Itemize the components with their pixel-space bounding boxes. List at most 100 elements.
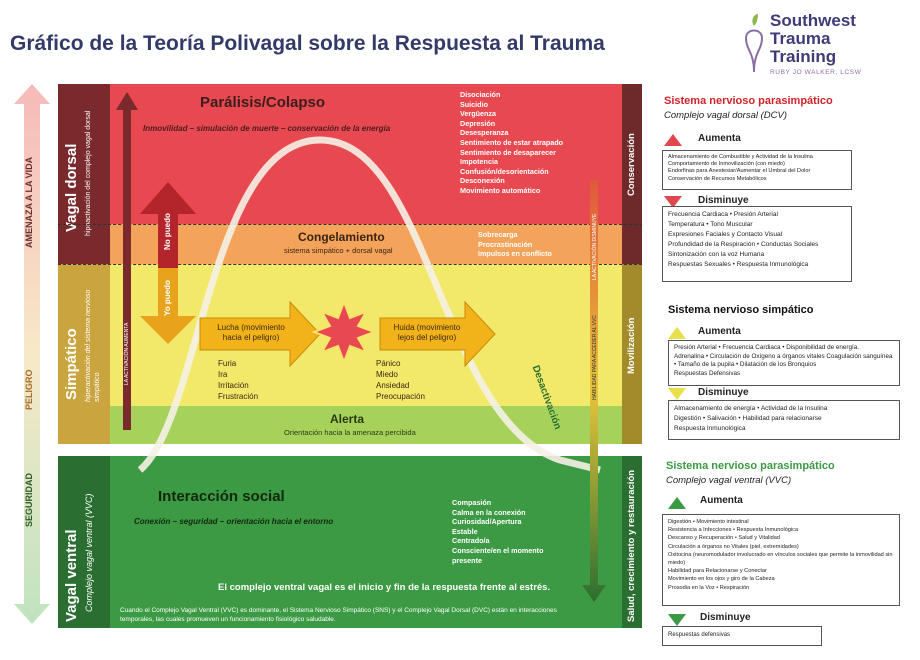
symptom: Confusión/desorientación (460, 166, 549, 176)
increase-triangle-icon (664, 134, 682, 146)
symptom: Ira (218, 370, 228, 379)
symptom: Sentimiento de desaparecer (460, 147, 556, 157)
paralysis-symptoms: Disociación Suicidio Vergüenza Depresión… (460, 90, 563, 196)
symptom: Consciente/en el momento (452, 545, 544, 555)
left-axis-arrow (14, 84, 50, 624)
increase-triangle-icon (668, 327, 686, 339)
symptom: Compasión (452, 498, 492, 507)
symptom: Movimiento automático (460, 185, 541, 195)
social-symptoms: Compasión Calma en la conexión Curiosida… (452, 498, 543, 565)
flight-arrow (379, 300, 496, 368)
freeze-subtitle: sistema simpático + dorsal vagal (284, 246, 393, 255)
freeze-title: Congelamiento (298, 230, 385, 244)
right-bar-bottom (622, 456, 642, 628)
symptom: Sobrecarga (478, 230, 518, 239)
dcv-decrease-box: Frecuencia Cardiaca • Presión Arterial T… (662, 206, 852, 282)
symptom: Sentimiento de estar atrapado (460, 137, 564, 147)
dcv-title: Sistema nervioso parasimpático (664, 95, 833, 107)
symptom: Preocupación (376, 392, 425, 401)
band-orange (58, 224, 642, 264)
ventral-sidebar (58, 456, 110, 628)
yo-puedo-arrow (140, 268, 196, 344)
social-subtitle: Conexión – seguridad – orientación hacia… (134, 517, 334, 526)
social-statement: El complejo ventral vagal es el inicio y… (218, 582, 551, 593)
no-puedo-arrow (140, 182, 196, 268)
symptom: Suicidio (460, 99, 488, 109)
symptom: Irritación (218, 381, 249, 390)
logo: Southwest Trauma Training RUBY JO WALKER… (742, 12, 912, 82)
symptom: Vergüenza (460, 109, 496, 119)
symptom: Impotencia (460, 157, 498, 167)
decrease-triangle-icon (668, 388, 686, 400)
logo-subtitle: RUBY JO WALKER, LCSW (770, 69, 862, 76)
social-note: Cuando el Complejo Vagal Ventral (VVC) e… (120, 607, 557, 623)
dashed-line-1 (58, 224, 642, 225)
decrease-triangle-icon (668, 614, 686, 626)
symptom: presente (452, 555, 482, 565)
starburst-icon (311, 299, 377, 365)
alert-title: Alerta (330, 412, 365, 426)
dashed-line-2 (58, 264, 642, 265)
increase-triangle-icon (668, 497, 686, 509)
activation-down-label: LA ACTIVACIÓN DISMINUYE (592, 213, 598, 280)
vvc-increase-label: Aumenta (700, 495, 743, 506)
fight-symptoms: Furia Ira Irritación Frustración (218, 358, 258, 402)
freeze-symptoms: Sobrecarga Procrastinación Impulsos en c… (478, 230, 552, 259)
symptom: Depresión (460, 118, 496, 128)
snc-decrease-label: Disminuye (698, 387, 749, 398)
activation-up-arrow (116, 92, 138, 430)
dcv-decrease-label: Disminuye (698, 195, 749, 206)
logo-icon (744, 14, 764, 73)
logo-line-1: Southwest (770, 11, 856, 30)
social-title: Interacción social (158, 488, 285, 505)
activation-up-label: LA ACTIVACIÓN AUMENTA (124, 322, 130, 385)
symptom: Disociación (460, 90, 501, 99)
snc-increase-label: Aumenta (698, 326, 741, 337)
symptom: Pánico (376, 359, 401, 368)
sympathetic-sidebar (58, 264, 110, 444)
flight-label: Huida (movimiento lejos del peligro) (393, 323, 461, 342)
snc-decrease-box: Almacenamiento de energía • Actividad de… (668, 400, 900, 440)
vvc-decrease-box: Respuestas defensivas (662, 626, 822, 646)
symptom: Miedo (376, 370, 398, 379)
symptom: Desesperanza (460, 128, 509, 138)
symptom: Impulsos en conflicto (478, 249, 552, 259)
flight-symptoms: Pánico Miedo Ansiedad Preocupación (376, 358, 425, 402)
symptom: Calma en la conexión (452, 507, 526, 517)
paralysis-title: Parálisis/Colapso (200, 94, 326, 111)
snc-title: Sistema nervioso simpático (668, 304, 814, 316)
page-title: Gráfico de la Teoría Polivagal sobre la … (10, 32, 605, 55)
activation-down-arrow (582, 180, 606, 602)
band-green (58, 456, 642, 628)
symptom: Frustración (218, 392, 259, 401)
symptom: Ansiedad (376, 381, 410, 390)
vvc-title: Sistema nervioso parasimpático (666, 460, 835, 472)
right-bar-top (622, 84, 642, 264)
paralysis-subtitle: Inmovilidad – simulación de muerte – con… (143, 124, 391, 133)
decrease-triangle-icon (664, 196, 682, 208)
right-bar-middle (622, 264, 642, 444)
vvc-increase-box: Digestión • Movimiento intestinal Resist… (662, 514, 900, 606)
vvc-subtitle: Complejo vagal ventral (VVC) (666, 475, 792, 486)
symptom: Estable (452, 526, 478, 536)
alert-subtitle: Orientación hacia la amenaza percibida (284, 428, 416, 437)
dorsal-sidebar (58, 84, 110, 264)
vvc-decrease-label: Disminuye (700, 612, 751, 623)
logo-line-2: Trauma (770, 29, 831, 48)
logo-line-3: Training (770, 47, 837, 66)
dcv-increase-box: Almacenamiento de Combustible y Activida… (662, 150, 852, 190)
fight-label: Lucha (movimiento hacia el peligro) (217, 323, 285, 342)
yo-puedo-label: Yo puedo (163, 280, 172, 316)
bell-curve (137, 136, 601, 474)
dcv-subtitle: Complejo vagal dorsal (DCV) (664, 110, 788, 121)
ability-label: HABILIDAD PARA ACCEDER AL VVC (592, 314, 598, 400)
dcv-increase-label: Aumenta (698, 133, 741, 144)
symptom: Desconexión (460, 176, 505, 186)
band-light-green (58, 406, 642, 444)
symptom: Procrastinación (478, 239, 533, 249)
fight-arrow (199, 300, 321, 368)
snc-increase-box: Presión Arterial • Frecuencia Cardiaca •… (668, 340, 900, 386)
symptom: Furia (218, 359, 237, 368)
symptom: Centrado/a (452, 536, 490, 546)
